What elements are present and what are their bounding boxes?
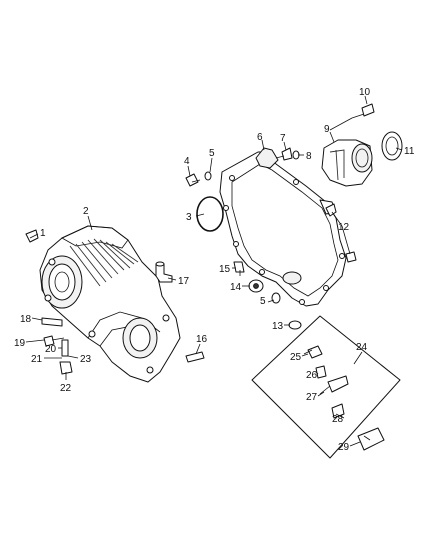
callout-8: 8 [306, 151, 312, 162]
pipe-25 [307, 345, 323, 359]
callout-28: 28 [332, 414, 344, 425]
extension-housing [321, 139, 373, 187]
washer-5-upper [204, 171, 212, 181]
callout-11: 11 [404, 146, 415, 157]
callout-2: 2 [83, 206, 89, 217]
callout-3: 3 [186, 212, 192, 223]
bolt-15 [233, 261, 245, 276]
callout-12: 12 [338, 222, 350, 233]
washer-5-lower [271, 292, 281, 304]
callout-23: 23 [80, 354, 92, 365]
kit-box [251, 315, 401, 459]
washer-14 [248, 279, 264, 293]
callout-21: 21 [31, 354, 43, 365]
bolt-10 [351, 103, 375, 119]
bolt-4 [185, 173, 201, 187]
clip-1 [25, 229, 39, 243]
callout-4: 4 [184, 156, 190, 167]
breather-fitting [155, 261, 173, 283]
filter-29 [357, 427, 385, 451]
bolts-12 [325, 203, 357, 263]
callout-5-upper: 5 [209, 148, 215, 159]
callout-22: 22 [60, 383, 72, 394]
callout-16: 16 [196, 334, 208, 345]
o-ring [196, 196, 224, 232]
callout-24: 24 [356, 342, 368, 353]
hose-27 [327, 375, 349, 393]
callout-17: 17 [178, 276, 190, 287]
callout-7: 7 [280, 133, 286, 144]
callout-labels: 1 2 3 4 5 5 6 7 8 9 10 11 12 13 14 15 16… [14, 87, 415, 453]
sensor-20 [61, 339, 69, 357]
callout-10: 10 [359, 87, 371, 98]
callout-14: 14 [230, 282, 242, 293]
callout-29: 29 [338, 442, 350, 453]
callout-5-lower: 5 [260, 296, 266, 307]
callout-18: 18 [20, 314, 32, 325]
stud-18 [41, 317, 63, 327]
callout-1: 1 [40, 228, 46, 239]
callout-15: 15 [219, 264, 231, 275]
callout-26: 26 [306, 370, 318, 381]
callout-13: 13 [272, 321, 284, 332]
callout-25: 25 [290, 352, 302, 363]
stud-16 [185, 351, 205, 363]
washer-13 [288, 320, 302, 330]
callout-19: 19 [14, 338, 26, 349]
front-case-half [39, 225, 181, 383]
connector-28 [331, 403, 345, 419]
plug-22 [59, 361, 73, 375]
nut-19 [43, 335, 65, 347]
bolt-7 [275, 147, 293, 161]
case-ribs [69, 238, 139, 287]
callout-6: 6 [257, 132, 263, 143]
callout-20: 20 [45, 344, 57, 355]
callout-27: 27 [306, 392, 318, 403]
oil-seal [381, 131, 403, 161]
leader-lines [25, 95, 403, 447]
callout-9: 9 [324, 124, 330, 135]
fitting-26 [315, 365, 327, 379]
